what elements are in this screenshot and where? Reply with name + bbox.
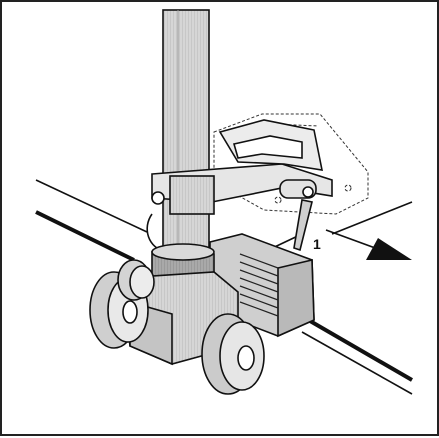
- column-base-collar: [151, 243, 215, 279]
- clamp-lever-icon: [279, 179, 317, 252]
- wheel-rear-right: [117, 259, 155, 301]
- wheel-front: [201, 313, 265, 395]
- callout-label: 1: [313, 236, 321, 252]
- mounting-bracket: [146, 119, 333, 253]
- vertical-column: [162, 9, 210, 273]
- guide-rail: [35, 179, 414, 395]
- arrow-right-icon: [325, 229, 412, 260]
